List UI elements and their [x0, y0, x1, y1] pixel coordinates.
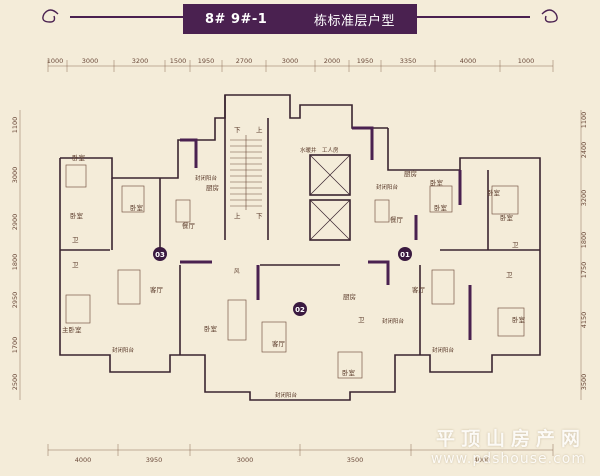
dim-right-label: 1750: [580, 262, 588, 279]
room-label: 封闭阳台: [382, 317, 405, 325]
room-label: 上: [256, 125, 263, 134]
dim-right-label: 3200: [580, 190, 588, 207]
dim-left-label: 1700: [11, 337, 19, 354]
dim-right-label: 1100: [580, 112, 588, 129]
room-label: 卫: [72, 261, 79, 269]
accent-walls: [180, 126, 472, 340]
room-label: 下: [256, 212, 263, 220]
dim-right-label: 2400: [580, 142, 588, 159]
room-label: 风: [234, 268, 240, 275]
dim-top-label: 1000: [518, 57, 535, 65]
dim-left-label: 2900: [11, 214, 19, 231]
dim-bottom-label: 3950: [146, 456, 163, 464]
furniture: [65, 164, 525, 379]
room-label: 上: [234, 211, 241, 220]
dim-top-label: 3000: [282, 57, 299, 65]
dim-left-label: 2950: [11, 292, 19, 309]
room-label: 卧室: [487, 188, 501, 197]
room-label: 卫: [72, 236, 79, 244]
elevator-marks: [309, 154, 351, 241]
corner-ornaments: [42, 9, 558, 23]
title-right-rule: [417, 16, 530, 18]
dim-top-label: 2000: [324, 57, 341, 65]
dim-top-label: 4000: [460, 57, 477, 65]
dim-top-label: 1000: [47, 57, 64, 65]
room-label: 餐厅: [182, 221, 196, 230]
watermark-url: www.pdshouse.com: [430, 451, 586, 467]
room-label: 封闭阳台: [275, 391, 298, 399]
room-label: 下: [234, 126, 241, 134]
room-label: 客厅: [412, 285, 426, 294]
dimension-labels-top: 1000 3000 3200 1500 1950 2700 3000 2000 …: [47, 57, 535, 65]
room-label: 水暖井: [300, 146, 317, 154]
unit-tag-03: 03: [153, 247, 167, 261]
unit-number: 02: [295, 306, 305, 314]
building-code: 8# 9#-1: [205, 11, 268, 27]
watermark: 平顶山房产网 www.pdshouse.com: [431, 424, 586, 467]
room-label: 厨房: [206, 183, 219, 192]
dim-left-label: 2500: [11, 374, 19, 391]
dim-bottom-label: 3000: [237, 456, 254, 464]
dimension-lines: [19, 60, 582, 456]
dim-top-label: 1950: [198, 57, 215, 65]
room-label: 主卧室: [62, 325, 82, 334]
room-label: 卧室: [434, 203, 448, 212]
room-label: 封闭阳台: [376, 183, 399, 191]
room-label: 卫: [512, 241, 519, 249]
dim-right-label: 1800: [580, 232, 588, 249]
room-label: 封闭阳台: [195, 174, 218, 182]
dim-top-label: 2700: [236, 57, 253, 65]
room-label: 厨房: [404, 169, 417, 178]
room-label: 卫: [506, 271, 513, 279]
room-label: 客厅: [150, 285, 164, 294]
title-banner: 8# 9#-1 栋标准层户型: [183, 4, 417, 34]
stairwell: [230, 135, 262, 210]
dim-right-label: 4150: [580, 312, 588, 329]
room-label: 客厅: [272, 339, 286, 348]
dim-top-label: 1950: [357, 57, 374, 65]
dim-bottom-label: 4000: [474, 456, 491, 464]
dim-top-label: 3200: [132, 57, 149, 65]
room-label: 卧室: [204, 324, 218, 333]
room-label: 卧室: [70, 211, 84, 220]
room-label: 卧室: [342, 368, 356, 377]
unit-number: 03: [155, 251, 165, 259]
unit-tag-02: 02: [293, 302, 307, 316]
walls: [59, 94, 541, 401]
dim-left-label: 1800: [11, 254, 19, 271]
room-label: 封闭阳台: [432, 346, 455, 354]
dimension-labels-left: 1100 3000 2900 1800 2950 1700 2500: [11, 117, 19, 391]
dim-top-label: 3350: [400, 57, 417, 65]
dimension-labels-bottom: 4000 3950 3000 3500 4000: [75, 456, 491, 464]
room-label: 卧室: [500, 213, 514, 222]
room-label: 封闭阳台: [112, 346, 135, 354]
plan-title: 栋标准层户型: [313, 13, 395, 29]
title-left-rule: [70, 16, 183, 18]
room-label: 卧室: [430, 178, 444, 187]
unit-tag-01: 01: [398, 247, 412, 261]
room-label: 卫: [358, 316, 365, 324]
dim-top-label: 3000: [82, 57, 99, 65]
dimension-labels-right: 1100 2400 3200 1800 1750 4150 3500: [580, 112, 588, 391]
dim-bottom-label: 3500: [347, 456, 364, 464]
room-labels: 卧室 卧室 卧室 主卧室 客厅 餐厅 厨房 封闭阳台 封闭阳台 卫 卫 卧室 客…: [62, 125, 526, 399]
room-label: 餐厅: [390, 215, 404, 224]
room-label: 卧室: [72, 153, 86, 162]
dim-right-label: 3500: [580, 374, 588, 391]
dim-left-label: 3000: [11, 167, 19, 184]
unit-number: 01: [400, 251, 410, 259]
dim-bottom-label: 4000: [75, 456, 92, 464]
dim-top-label: 1500: [170, 57, 187, 65]
dim-left-label: 1100: [11, 117, 19, 134]
watermark-site-name: 平顶山房产网: [435, 428, 586, 450]
room-label: 工人房: [322, 146, 339, 154]
room-label: 卧室: [512, 315, 526, 324]
room-label: 厨房: [343, 292, 356, 301]
room-label: 卧室: [130, 203, 144, 212]
